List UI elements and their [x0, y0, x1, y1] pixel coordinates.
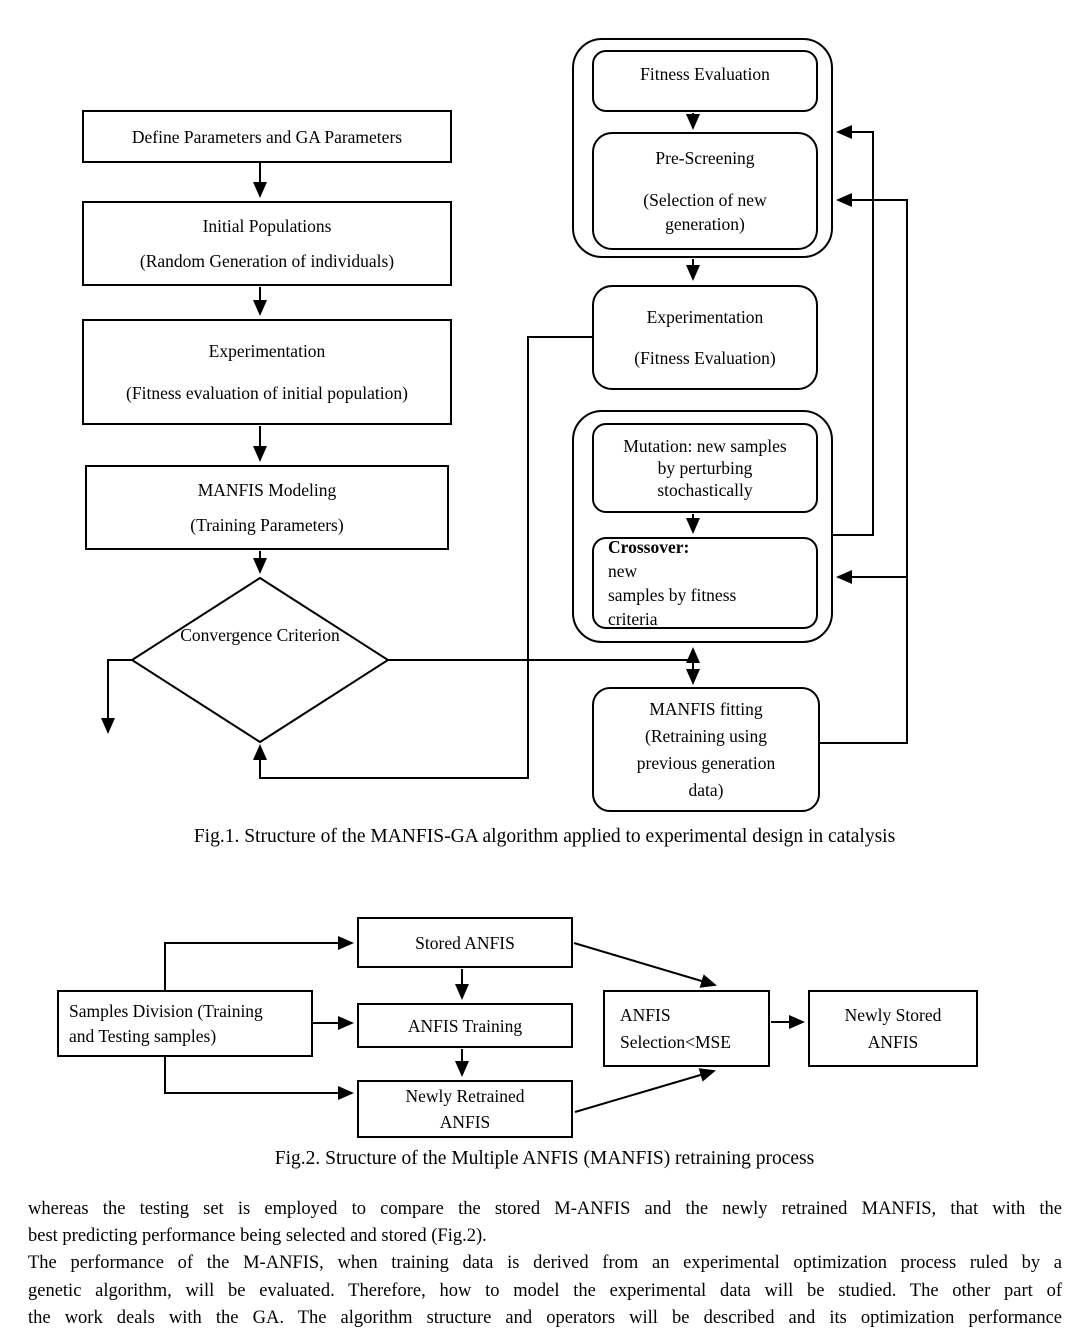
node-text-bold: Crossover: — [608, 537, 690, 557]
node-mutation: Mutation: new samples by perturbing stoc… — [592, 423, 818, 513]
line-crossover-group-to-prescreening — [833, 125, 874, 536]
node-text: MANFIS fitting — [649, 698, 763, 719]
node-text: Newly Retrained — [405, 1086, 525, 1106]
body-text-line: the work deals with the GA. The algorith… — [28, 1307, 1062, 1328]
node-experimentation-fitness: Experimentation (Fitness Evaluation) — [592, 285, 818, 390]
node-text: and Testing samples) — [69, 1025, 217, 1046]
node-newly-retrained-anfis: Newly Retrained ANFIS — [357, 1080, 573, 1138]
node-text: Pre-Screening — [655, 148, 755, 168]
node-samples-division: Samples Division (Training and Testing s… — [57, 990, 313, 1057]
node-pre-screening: Pre-Screening (Selection of new generati… — [592, 132, 818, 250]
node-text: samples by fitness — [608, 585, 737, 605]
node-manfis-modeling: MANFIS Modeling (Training Parameters) — [85, 465, 449, 550]
node-anfis-selection: ANFIS Selection<MSE — [603, 990, 770, 1067]
node-text: (Fitness evaluation of initial populatio… — [126, 383, 408, 403]
node-initial-populations: Initial Populations (Random Generation o… — [82, 201, 452, 286]
body-text-line: The performance of the M-ANFIS, when tra… — [28, 1253, 1062, 1274]
node-manfis-fitting: MANFIS fitting (Retraining using previou… — [592, 687, 820, 812]
node-anfis-training: ANFIS Training — [357, 1003, 573, 1048]
node-text: criteria — [608, 609, 658, 629]
convergence-diamond — [130, 576, 390, 744]
node-newly-stored-anfis: Newly Stored ANFIS — [808, 990, 978, 1067]
node-text: previous generation — [636, 752, 776, 773]
node-convergence-criterion: Convergence Criterion — [170, 622, 350, 648]
arrow-samples-to-stored — [164, 936, 354, 990]
node-text: Fitness Evaluation — [640, 64, 770, 84]
node-text: Crossover: new — [608, 535, 689, 583]
line-experimentation-to-convergence — [253, 336, 592, 779]
node-experimentation-initial: Experimentation (Fitness evaluation of i… — [82, 319, 452, 425]
body-text-line: whereas the testing set is employed to c… — [28, 1199, 1062, 1219]
node-text: Selection<MSE — [620, 1031, 731, 1052]
mutation-crossover-group-container — [572, 410, 833, 643]
node-text: Samples Division (Training — [69, 1000, 263, 1021]
node-text: data) — [688, 779, 724, 800]
node-stored-anfis: Stored ANFIS — [357, 917, 573, 968]
node-crossover: Crossover: new samples by fitness criter… — [592, 537, 818, 629]
node-text: (Selection of new — [643, 190, 767, 210]
body-text-line: genetic algorithm, will be evaluated. Th… — [28, 1280, 1062, 1301]
node-fitness-evaluation: Fitness Evaluation — [592, 50, 818, 112]
node-text: ANFIS — [620, 1004, 671, 1025]
line-fitting-to-prescreening — [820, 193, 908, 744]
node-text: new — [608, 561, 638, 581]
node-text: by perturbing — [657, 458, 753, 478]
node-text: stochastically — [657, 480, 753, 500]
arrow-samples-to-retrained — [164, 1057, 354, 1100]
arrow-convergence-exit — [101, 659, 132, 734]
node-text: Define Parameters and GA Parameters — [131, 126, 403, 147]
node-text: Experimentation — [208, 341, 326, 361]
node-text: Criterion — [276, 625, 340, 645]
node-text: (Random Generation of individuals) — [139, 251, 395, 271]
node-define-parameters: Define Parameters and GA Parameters — [82, 110, 452, 163]
node-text: (Fitness Evaluation) — [634, 348, 776, 369]
node-text: generation) — [665, 214, 745, 234]
fig1-caption: Fig.1. Structure of the MANFIS-GA algori… — [193, 826, 896, 847]
prescreening-group-container — [572, 38, 833, 258]
node-text: ANFIS — [439, 1112, 491, 1132]
arrow-retrained-to-selection — [574, 1068, 716, 1113]
node-text: Initial Populations — [202, 216, 332, 236]
fig2-caption: Fig.2. Structure of the Multiple ANFIS (… — [274, 1148, 815, 1169]
node-text: ANFIS — [867, 1031, 919, 1052]
node-text: ANFIS Training — [407, 1015, 523, 1036]
node-text: MANFIS Modeling — [197, 480, 337, 500]
node-text: Convergence — [180, 625, 273, 645]
node-text: Mutation: new samples — [623, 436, 787, 456]
node-text: Stored ANFIS — [415, 932, 515, 953]
node-text: (Training Parameters) — [190, 515, 344, 535]
arrow-stored-to-selection — [573, 942, 717, 988]
body-text-line: best predicting performance being select… — [28, 1226, 487, 1247]
body-text: whereas the testing set is employed to c… — [28, 1196, 1062, 1331]
node-text: (Retraining using — [645, 725, 767, 746]
node-text: Newly Stored — [844, 1004, 942, 1025]
node-text: Experimentation — [646, 306, 764, 327]
